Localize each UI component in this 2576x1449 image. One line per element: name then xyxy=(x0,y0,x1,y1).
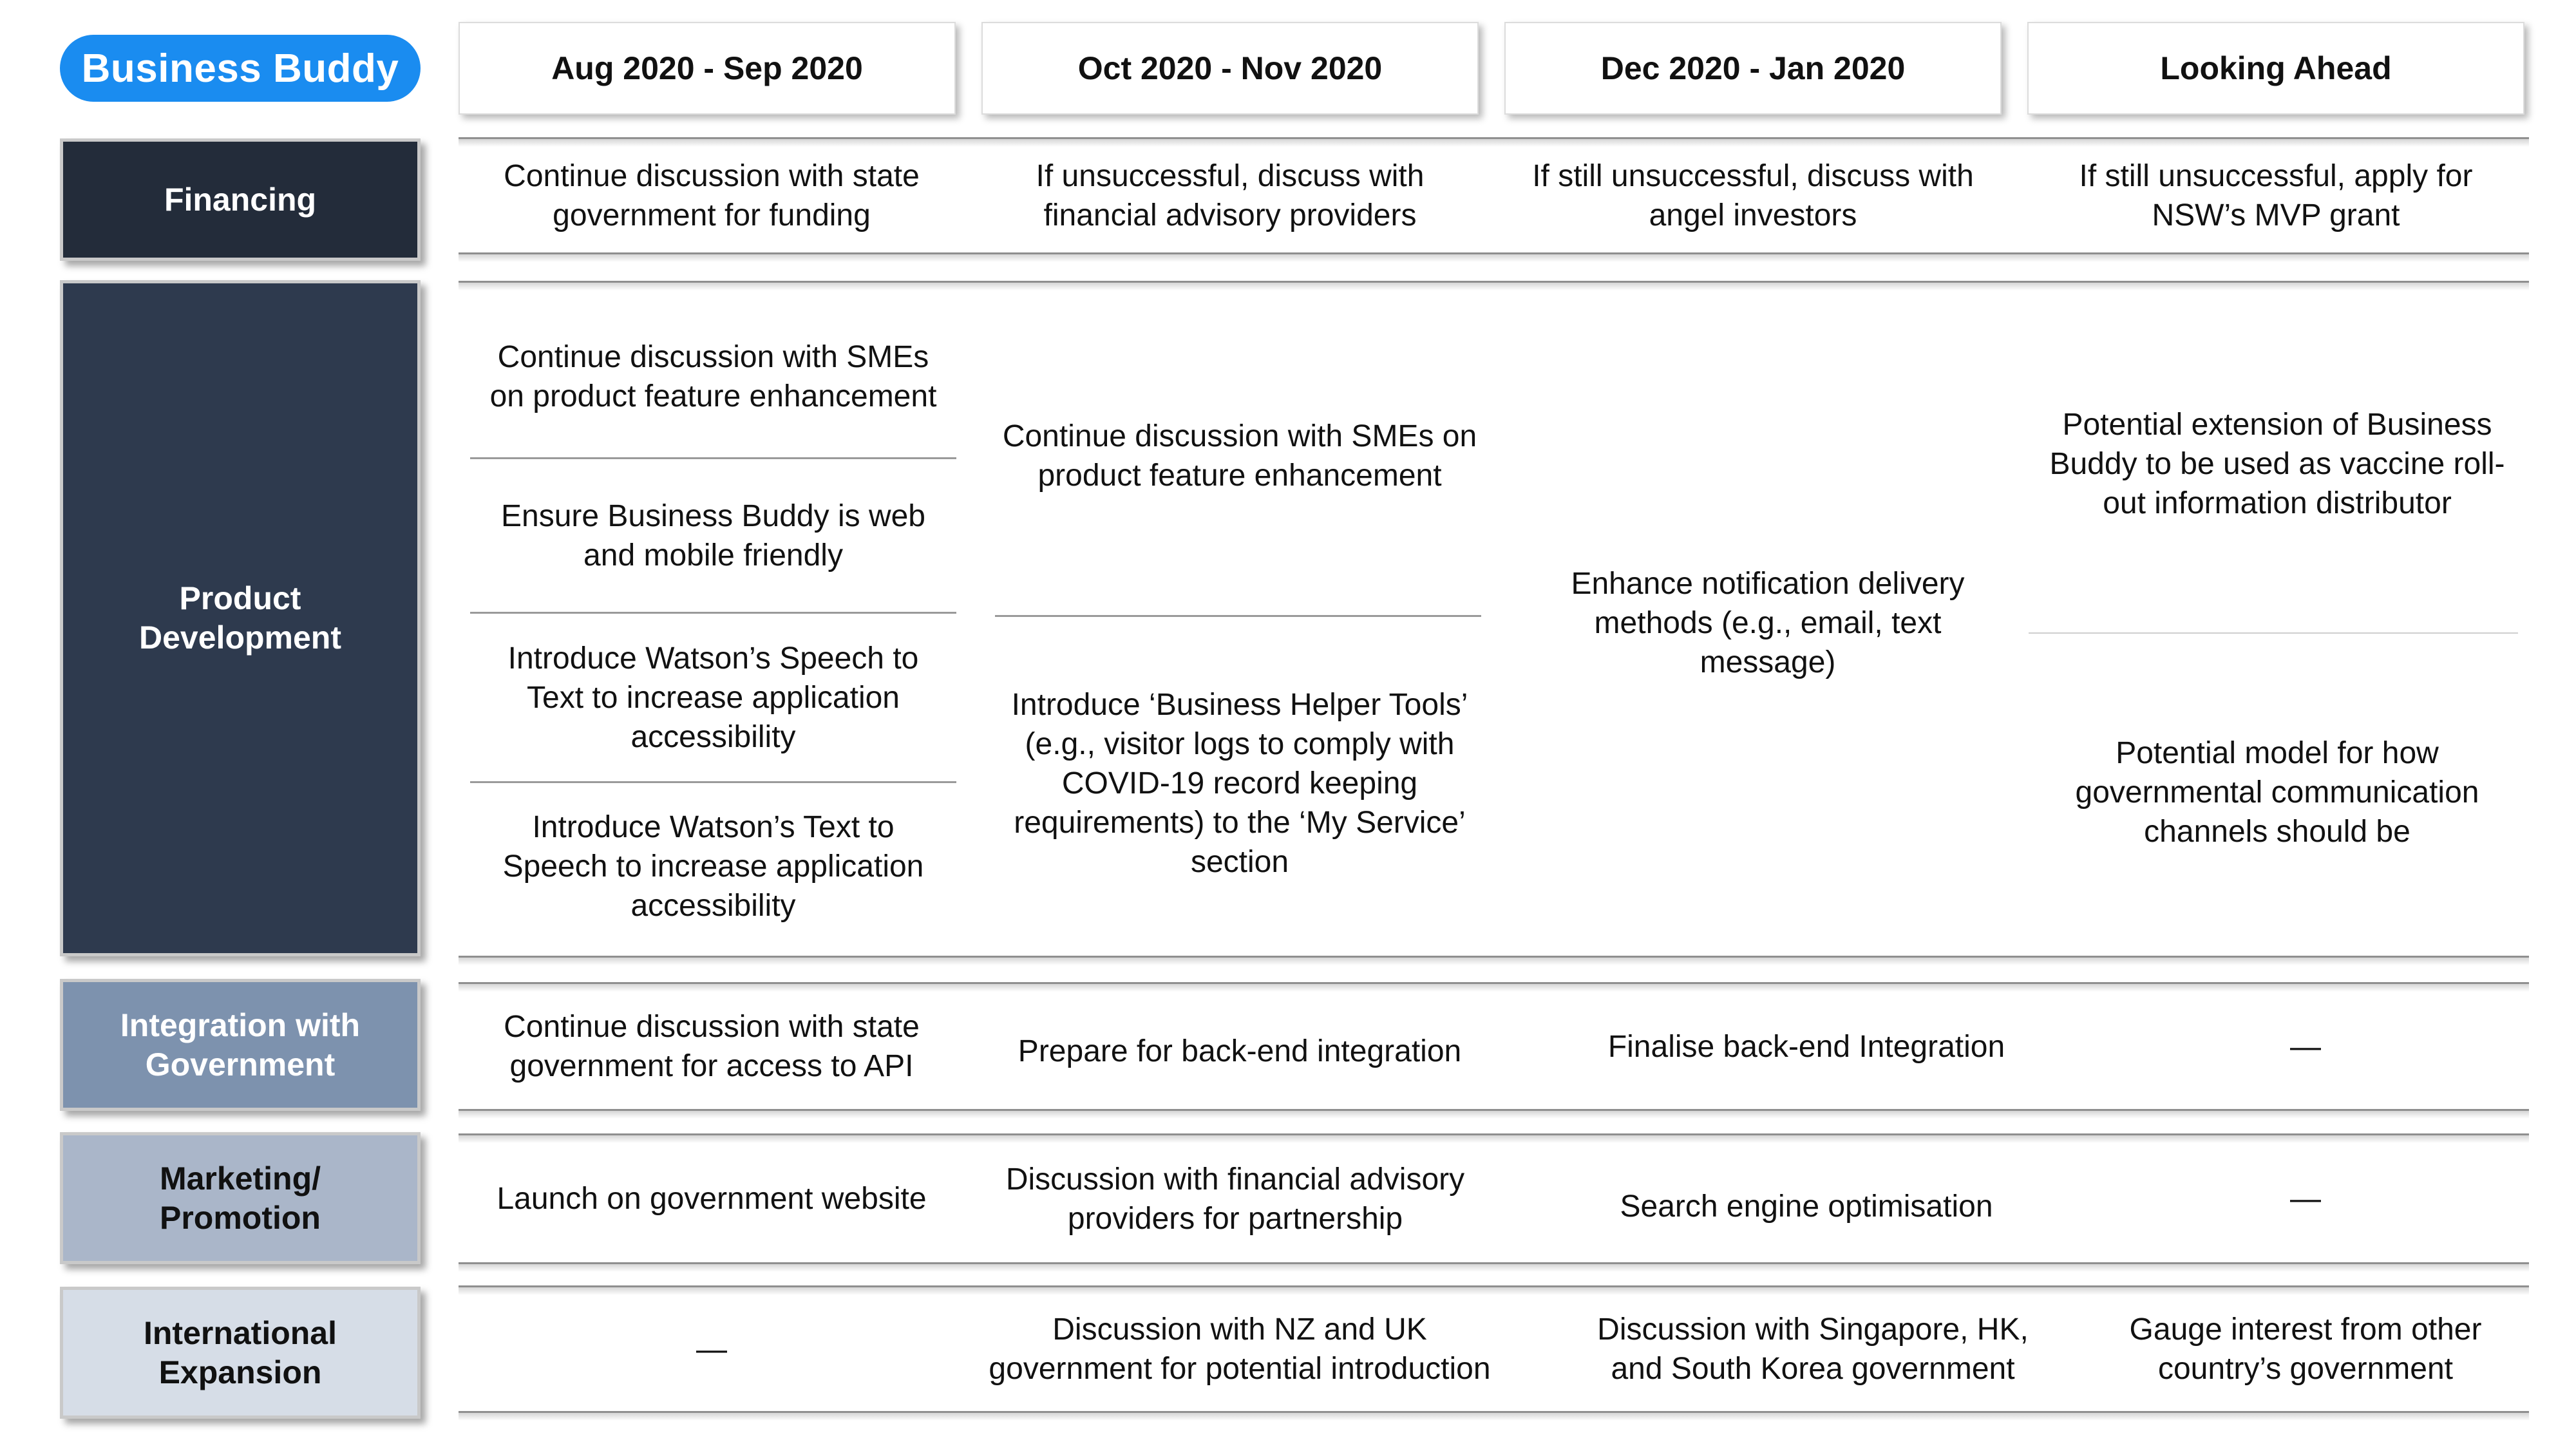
financing-cell-2: If unsuccessful, discuss with financial … xyxy=(1036,159,1425,232)
column-header-2: Oct 2020 - Nov 2020 xyxy=(981,22,1479,115)
international-cell-4: Gauge interest from other country’s gove… xyxy=(2129,1312,2482,1386)
product-col1-divider xyxy=(470,781,956,783)
column-header-1: Aug 2020 - Sep 2020 xyxy=(459,22,956,115)
international-cell-3: Discussion with Singapore, HK, and South… xyxy=(1597,1312,2029,1386)
integration-cell-2: Prepare for back-end integration xyxy=(1018,1034,1462,1068)
integration-cell-1: Continue discussion with state governmen… xyxy=(504,1010,920,1083)
row-divider xyxy=(459,1262,2529,1264)
row-divider-shadow xyxy=(459,139,2529,147)
product-col1-item-3: Introduce Watson’s Speech to Text to inc… xyxy=(507,641,919,754)
marketing-cell-1: Launch on government website xyxy=(497,1182,927,1216)
marketing-cell-4: — xyxy=(2290,1182,2321,1216)
row-divider-shadow xyxy=(459,1264,2529,1272)
product-col1-item-1: Continue discussion with SMEs on product… xyxy=(489,340,937,413)
international-cell-2: Discussion with NZ and UK government for… xyxy=(989,1312,1491,1386)
row-divider xyxy=(459,956,2529,958)
marketing-cell-3: Search engine optimisation xyxy=(1620,1189,1993,1224)
product-col1-item-4: Introduce Watson’s Text to Speech to inc… xyxy=(502,810,924,923)
row-divider-shadow xyxy=(459,1111,2529,1119)
marketing-cell-2: Discussion with financial advisory provi… xyxy=(1005,1162,1465,1236)
product-col3-item-1: Enhance notification delivery methods (e… xyxy=(1571,567,1965,679)
financing-cell-4: If still unsuccessful, apply for NSW’s M… xyxy=(2079,159,2473,232)
row-divider-shadow xyxy=(459,984,2529,992)
row-divider xyxy=(459,1285,2529,1287)
row-header-integration: Integration with Government xyxy=(60,979,421,1111)
row-divider-shadow xyxy=(459,958,2529,965)
row-header-product-development: Product Development xyxy=(60,280,421,956)
row-divider xyxy=(459,1411,2529,1413)
row-divider xyxy=(459,1133,2529,1135)
product-col1-item-2: Ensure Business Buddy is web and mobile … xyxy=(500,498,925,573)
row-divider xyxy=(459,281,2529,283)
row-divider-shadow xyxy=(459,254,2529,262)
product-col4-divider xyxy=(2029,632,2518,634)
row-divider xyxy=(459,1109,2529,1111)
product-col2-divider xyxy=(995,615,1481,617)
international-cell-1: — xyxy=(696,1332,727,1367)
product-col4-item-2: Potential model for how governmental com… xyxy=(2075,735,2479,849)
column-header-3: Dec 2020 - Jan 2020 xyxy=(1504,22,2002,115)
row-divider-shadow xyxy=(459,283,2529,290)
column-header-4: Looking Ahead xyxy=(2027,22,2524,115)
row-divider-shadow xyxy=(459,1287,2529,1295)
row-divider xyxy=(459,137,2529,139)
financing-cell-1: Continue discussion with state governmen… xyxy=(504,159,920,232)
integration-cell-3: Finalise back-end Integration xyxy=(1607,1029,2005,1064)
product-col4-item-1: Potential extension of Business Buddy to… xyxy=(2049,407,2505,520)
financing-cell-3: If still unsuccessful, discuss with ange… xyxy=(1532,159,1974,232)
row-header-financing: Financing xyxy=(60,138,421,261)
product-col1-divider xyxy=(470,612,956,614)
row-divider-shadow xyxy=(459,1135,2529,1143)
brand-title: Business Buddy xyxy=(60,35,421,102)
row-divider xyxy=(459,982,2529,984)
row-divider xyxy=(459,252,2529,254)
row-header-marketing: Marketing/ Promotion xyxy=(60,1132,421,1264)
product-col2-item-1: Continue discussion with SMEs on product… xyxy=(1002,419,1477,493)
row-divider-shadow xyxy=(459,1413,2529,1421)
product-col1-divider xyxy=(470,457,956,459)
product-col2-item-2: Introduce ‘Business Helper Tools’ (e.g.,… xyxy=(1011,687,1468,879)
integration-cell-4: — xyxy=(2290,1029,2321,1064)
row-header-international: International Expansion xyxy=(60,1287,421,1419)
